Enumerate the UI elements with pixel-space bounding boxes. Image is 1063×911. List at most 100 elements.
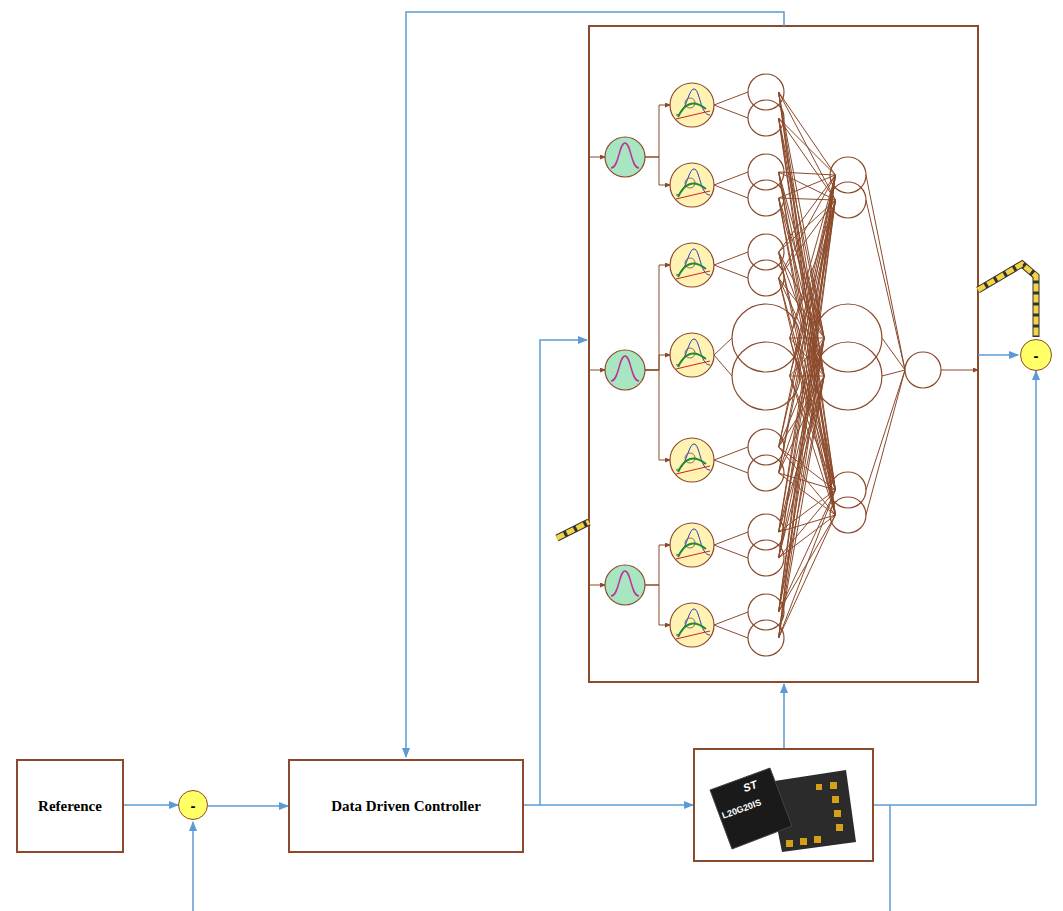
signal-connector xyxy=(124,804,178,806)
box-label: Data Driven Controller xyxy=(331,798,481,815)
neural-network xyxy=(589,74,978,656)
network-link xyxy=(714,355,732,376)
output-neuron xyxy=(905,352,941,388)
membership-curve xyxy=(676,111,710,119)
network-link xyxy=(714,338,732,355)
signal-wires xyxy=(193,12,1018,911)
network-link xyxy=(714,460,748,473)
summing-junction: - xyxy=(1020,339,1052,371)
network-link xyxy=(779,198,836,200)
chip-logo: ST xyxy=(741,778,758,794)
network-link xyxy=(779,172,836,175)
gaussian-curve xyxy=(611,143,639,168)
network-link xyxy=(589,585,605,586)
signal-wire xyxy=(889,805,891,911)
network-link xyxy=(779,376,825,612)
network-link xyxy=(941,370,978,371)
membership-neuron xyxy=(670,163,714,207)
adaptation-arrow xyxy=(557,522,589,538)
network-link xyxy=(882,338,905,370)
reference-box: Reference xyxy=(16,759,124,853)
neuron xyxy=(748,620,784,656)
box-label: Reference xyxy=(38,798,102,815)
network-link xyxy=(714,185,748,198)
network-link xyxy=(779,490,836,638)
adaptation-arrow xyxy=(557,264,1036,538)
network-link xyxy=(714,172,748,185)
membership-neuron xyxy=(670,83,714,127)
gaussian-neuron xyxy=(605,565,645,605)
gaussian-curve xyxy=(611,571,639,596)
membership-curve xyxy=(676,466,710,474)
gaussian-neuron xyxy=(605,137,645,177)
membership-curve xyxy=(685,618,695,628)
membership-curve xyxy=(685,98,695,108)
neuron xyxy=(748,260,784,296)
membership-neuron xyxy=(670,333,714,377)
sensor-chip xyxy=(710,768,856,852)
neuron xyxy=(748,455,784,491)
signal-wire xyxy=(783,684,785,748)
membership-neuron xyxy=(670,243,714,287)
chip-marking: L20G20IS xyxy=(721,797,763,820)
network-link xyxy=(714,532,748,545)
membership-curve xyxy=(685,538,695,548)
neuron xyxy=(748,180,784,216)
chip-front xyxy=(710,768,792,849)
membership-curve xyxy=(676,191,710,199)
signal-connector xyxy=(874,371,1036,805)
signal-wire xyxy=(978,354,1018,356)
summing-junction: - xyxy=(178,790,208,820)
neuron xyxy=(748,540,784,576)
network-link xyxy=(779,175,836,638)
membership-curve xyxy=(685,258,695,268)
network-link xyxy=(714,625,748,638)
membership-curve xyxy=(685,453,695,463)
network-link xyxy=(714,92,748,105)
network-link xyxy=(589,157,605,158)
controller-box: Data Driven Controller xyxy=(288,759,524,853)
neuron xyxy=(748,100,784,136)
chip-pads xyxy=(786,782,843,847)
signal-wire xyxy=(192,822,194,911)
neuron xyxy=(732,342,800,410)
membership-curve xyxy=(676,631,710,639)
membership-curve xyxy=(685,348,695,358)
membership-neuron xyxy=(670,438,714,482)
membership-curve xyxy=(676,551,710,559)
gaussian-neuron xyxy=(605,350,645,390)
adaptation-arrow xyxy=(978,264,1036,337)
network-link xyxy=(645,157,670,185)
neuron xyxy=(830,497,866,533)
membership-curve xyxy=(685,178,695,188)
network-link xyxy=(645,355,670,370)
network-link xyxy=(645,545,670,585)
network-link xyxy=(779,490,836,612)
neuron xyxy=(814,342,882,410)
gaussian-curve xyxy=(611,356,639,381)
network-links xyxy=(589,92,978,638)
adaptation-arrow xyxy=(978,264,1036,337)
network-link xyxy=(589,370,605,371)
network-link xyxy=(714,612,748,625)
network-link xyxy=(714,252,748,265)
network-link xyxy=(645,585,670,625)
membership-neuron xyxy=(670,523,714,567)
network-link xyxy=(882,370,905,376)
neuron xyxy=(830,182,866,218)
signal-connector xyxy=(524,804,693,806)
network-link xyxy=(779,200,836,638)
membership-curve xyxy=(676,271,710,279)
membership-neuron xyxy=(670,603,714,647)
sensor-box: ST L20G20IS xyxy=(693,748,874,862)
network-link xyxy=(779,92,836,175)
network-link xyxy=(645,370,670,460)
network-link xyxy=(714,265,748,278)
network-link xyxy=(779,515,836,638)
membership-curve xyxy=(676,361,710,369)
network-box xyxy=(589,26,978,682)
signal-wire xyxy=(406,12,784,757)
network-link xyxy=(779,376,825,638)
